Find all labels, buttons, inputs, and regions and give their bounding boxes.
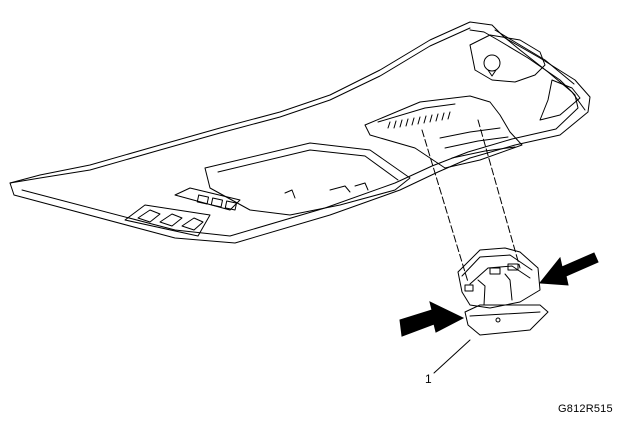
figure-code: G812R515 [558, 403, 613, 415]
dome-lamp-housing [469, 34, 581, 121]
console-housing [9, 21, 591, 244]
press-arrow-left [399, 301, 465, 337]
left-button-panel [124, 187, 241, 237]
center-bezel [204, 142, 411, 216]
callout-1-label: 1 [425, 372, 432, 386]
press-arrow-right [539, 252, 599, 286]
rear-grille-panel [364, 95, 523, 169]
alignment-lines [421, 119, 521, 283]
callout-1-leader [433, 339, 471, 374]
switch-module [457, 247, 549, 336]
